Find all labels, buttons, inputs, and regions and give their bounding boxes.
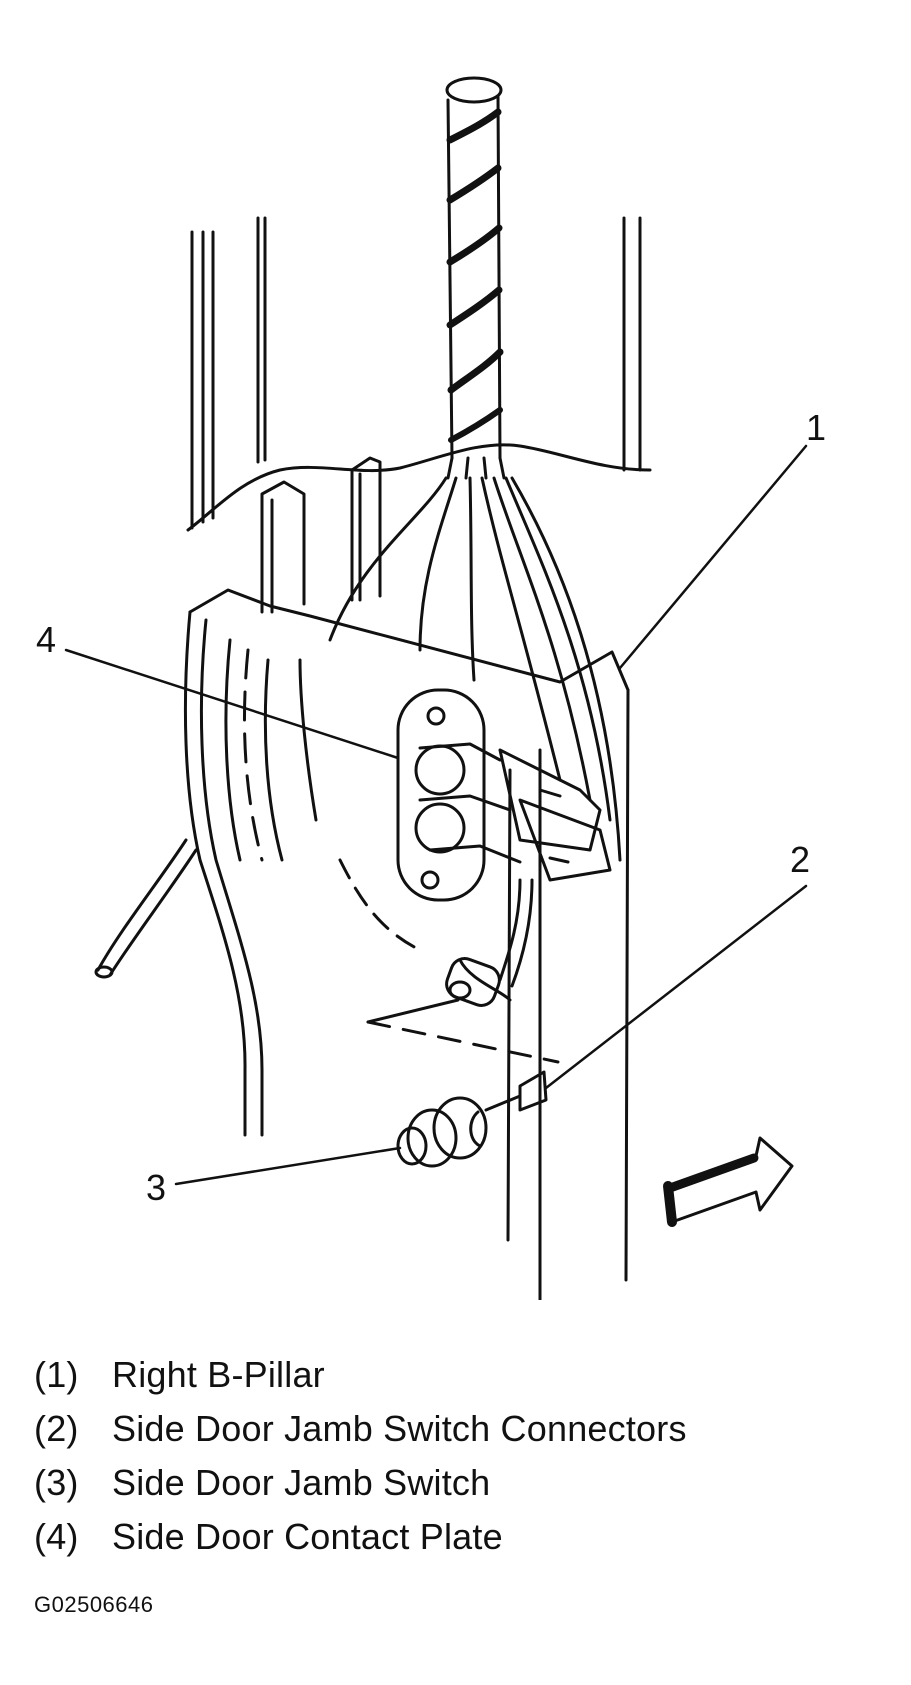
legend-item: (1) Right B-Pillar [34, 1348, 894, 1402]
legend-number: (1) [34, 1354, 79, 1395]
callout-4: 4 [36, 619, 56, 660]
leader-line-2 [544, 884, 808, 1090]
leader-line-1 [618, 444, 808, 670]
legend-item: (2) Side Door Jamb Switch Connectors [34, 1402, 894, 1456]
legend-number: (3) [34, 1462, 79, 1503]
legend-item: (3) Side Door Jamb Switch [34, 1456, 894, 1510]
leader-line-3 [174, 1146, 402, 1186]
callout-2: 2 [790, 839, 810, 880]
wiring-harness [328, 76, 622, 862]
callout-1: 1 [806, 407, 826, 448]
jamb-switch-connectors [445, 748, 612, 1007]
leader-line-4 [64, 648, 400, 760]
upper-pillar [186, 216, 652, 532]
contact-plate [396, 688, 522, 902]
install-guide-lower [366, 1020, 560, 1064]
callout-3: 3 [146, 1167, 166, 1208]
legend-number: (4) [34, 1516, 79, 1557]
legend-label: Side Door Jamb Switch Connectors [112, 1408, 687, 1449]
install-guide-upper [366, 998, 460, 1024]
legend-label: Right B-Pillar [112, 1354, 325, 1395]
figure-id: G02506646 [34, 1592, 154, 1617]
pillar-diagram: 1 2 3 4 [36, 76, 826, 1300]
lower-pillar [94, 456, 630, 1300]
legend: (1) Right B-Pillar (2) Side Door Jamb Sw… [34, 1348, 894, 1564]
legend-number: (2) [34, 1408, 79, 1449]
direction-arrow-icon [663, 1136, 794, 1227]
legend-label: Side Door Contact Plate [112, 1516, 503, 1557]
legend-label: Side Door Jamb Switch [112, 1462, 491, 1503]
jamb-switch [396, 1070, 548, 1168]
legend-item: (4) Side Door Contact Plate [34, 1510, 894, 1564]
